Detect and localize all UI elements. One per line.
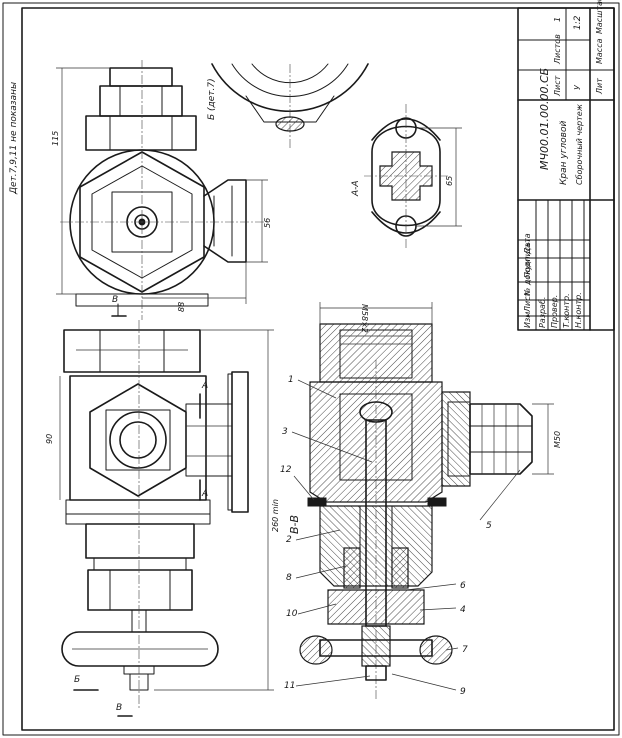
title-block: МЧ00.01.00.00.СБ Кран угловой Сборочный …	[517, 0, 615, 331]
position-12: 12	[280, 465, 292, 475]
title-sheets-label: Листов	[553, 34, 562, 65]
dim-56: 56	[263, 218, 272, 228]
dim-90: 90	[45, 434, 54, 444]
title-col-mass: Масса	[595, 38, 604, 64]
position-1: 1	[288, 375, 294, 385]
position-8: 8	[286, 573, 292, 583]
header-cell-3: Подпись	[523, 242, 532, 278]
role-0: Разраб.	[538, 297, 547, 328]
title-lit-value: У	[573, 84, 582, 90]
header-cell-4: Дата	[523, 233, 532, 255]
position-11: 11	[284, 681, 295, 691]
title-col-lit: Лит	[595, 78, 604, 95]
position-10: 10	[286, 609, 298, 619]
position-9: 9	[460, 687, 466, 697]
dim-65: 65	[445, 176, 454, 186]
position-7: 7	[462, 645, 468, 655]
role-2: Т.контр.	[562, 293, 571, 328]
dim-260: 260 min	[271, 499, 280, 532]
header-cell-1: Лист	[523, 291, 532, 313]
cut-mark-v-top: В	[112, 295, 118, 305]
header-cell-0: Изм	[523, 312, 532, 328]
dim-115: 115	[51, 131, 60, 146]
role-3: Н.контр.	[574, 292, 583, 328]
position-2: 2	[286, 535, 292, 545]
note-parts-not-shown: Дет.7,9,11 не показаны	[9, 82, 19, 195]
position-6: 6	[460, 581, 466, 591]
position-3: 3	[282, 427, 288, 437]
title-designation: МЧ00.01.00.00.СБ	[538, 68, 551, 170]
view-b-label: Б (дет.7)	[207, 78, 217, 120]
title-sheets-value: 1	[553, 17, 562, 22]
position-4: 4	[460, 605, 466, 615]
position-numbers: 1 3 12 2 8 10 11 5 6 4 7 9	[280, 375, 521, 697]
title-scale-value: 1:2	[573, 15, 583, 30]
view-b: Б (дет.7)	[207, 63, 369, 150]
cut-mark-b: Б	[74, 675, 80, 685]
header-cell-2: № докум.	[523, 257, 532, 297]
front-view: А А 90 260 min Б В	[45, 320, 280, 717]
side-view: 115 56 88 В	[51, 60, 272, 320]
cut-mark-a-bottom: А	[201, 489, 208, 499]
section-v-v: M58×2 M50 В-В	[288, 302, 562, 700]
dim-m50: M50	[553, 431, 562, 448]
cut-mark-v-bottom: В	[116, 703, 122, 713]
role-1: Провер.	[550, 295, 559, 328]
drawing-frame	[21, 7, 615, 731]
title-doc-type: Сборочный чертеж	[575, 103, 584, 185]
dim-m58: M58×2	[360, 304, 369, 333]
title-sheet-label: Лист	[553, 75, 562, 97]
section-a-a: 65 А-А	[351, 104, 462, 250]
section-aa-label: А-А	[351, 180, 361, 197]
title-col-scale: Масштаб	[595, 0, 604, 34]
title-name: Кран угловой	[559, 121, 569, 185]
position-5: 5	[486, 521, 492, 531]
section-vv-label: В-В	[288, 515, 301, 534]
dim-88: 88	[177, 302, 186, 312]
cut-mark-a-top: А	[201, 381, 208, 391]
